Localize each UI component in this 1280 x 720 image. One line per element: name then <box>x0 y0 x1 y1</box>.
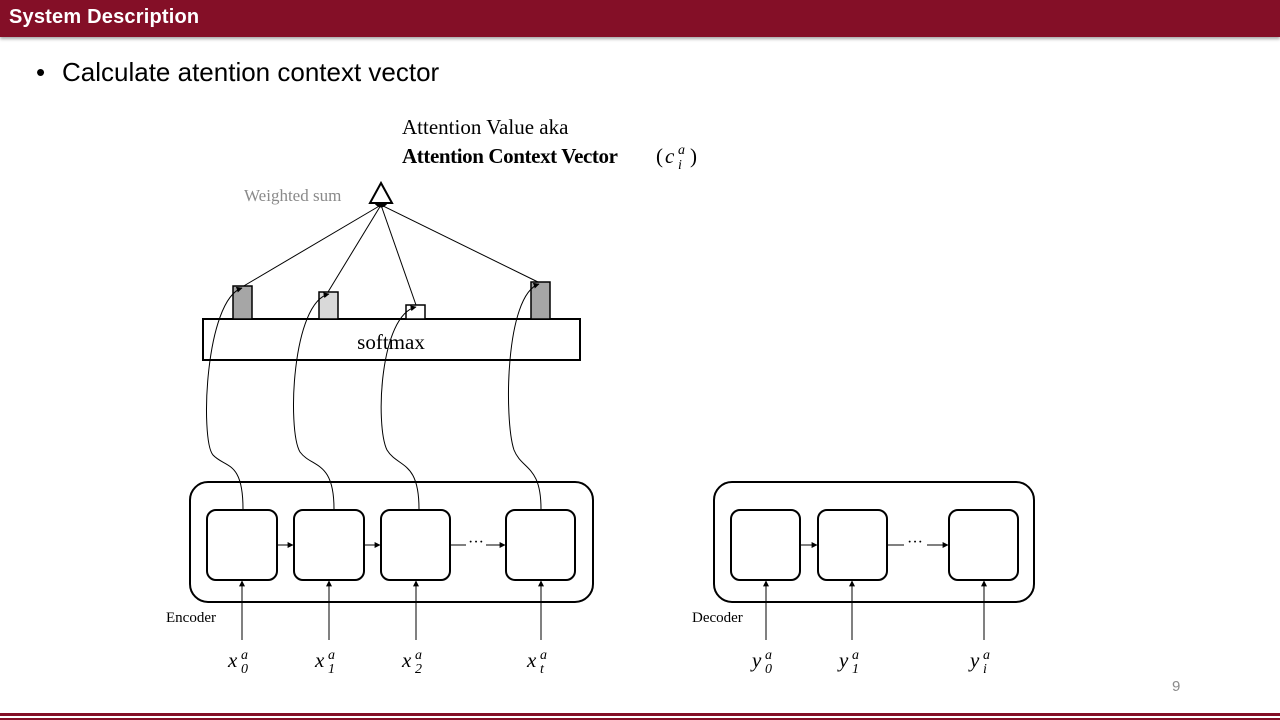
output-symbol-base: c <box>665 144 675 168</box>
encoder-curve-3 <box>507 282 542 510</box>
output-symbol: ( c a i ) <box>656 143 697 173</box>
decoder-input-0-sub: 0 <box>765 662 772 677</box>
softmax-label: softmax <box>357 330 425 354</box>
encoder-curve-2 <box>380 305 420 510</box>
encoder-input-arrows <box>239 580 544 640</box>
slide-title: System Description <box>9 6 200 28</box>
bullet-point: • Calculate atention context vector <box>36 57 439 88</box>
encoder-label: Encoder <box>166 610 216 626</box>
decoder-cell-0 <box>730 509 801 581</box>
encoder-input-1-sub: 1 <box>328 662 335 677</box>
encoder-to-weight-curves <box>206 282 542 510</box>
decoder-input-0-base: y <box>750 648 762 672</box>
output-paren-open-icon: ( <box>656 144 663 168</box>
encoder-curve-1 <box>293 292 335 510</box>
weighted-sum-label: Weighted sum <box>244 186 341 205</box>
encoder-curve-0 <box>206 286 244 510</box>
decoder-input-2: y a i <box>968 648 990 677</box>
decoder-input-arrows <box>763 580 987 640</box>
decoder-ellipsis: ··· <box>907 534 923 551</box>
decoder-input-2-sup: a <box>983 648 990 663</box>
encoder-container <box>189 481 594 603</box>
decoder-input-1-base: y <box>837 648 849 672</box>
encoder-input-1: x a 1 <box>314 648 335 677</box>
decoder-input-0-sup: a <box>765 648 772 663</box>
attention-weight-bar-3 <box>530 281 551 320</box>
output-symbol-sub: i <box>678 158 682 173</box>
encoder-cell-3 <box>505 509 576 581</box>
encoder-input-3-sup: a <box>540 648 547 663</box>
weight-line-3 <box>380 204 541 284</box>
bullet-dot-icon: • <box>36 57 46 87</box>
header-bar: System Description <box>0 0 1280 37</box>
decoder-input-1-sup: a <box>852 648 859 663</box>
encoder-input-3-base: x <box>526 648 537 672</box>
encoder-input-2-sup: a <box>415 648 422 663</box>
decoder-input-1-sub: 1 <box>852 662 859 677</box>
decoder-cell-1 <box>817 509 888 581</box>
weight-line-0 <box>241 204 382 288</box>
bullet-text: Calculate atention context vector <box>62 57 440 87</box>
encoder-ellipsis: ··· <box>468 534 484 551</box>
encoder-input-0-base: x <box>227 648 238 672</box>
output-paren-close-icon: ) <box>690 144 697 168</box>
encoder-cell-1 <box>293 509 365 581</box>
encoder-cell-0 <box>206 509 278 581</box>
encoder-input-3-sub: t <box>540 662 545 677</box>
decoder-cell-2 <box>948 509 1019 581</box>
encoder-input-0-sup: a <box>241 648 248 663</box>
decoder-input-2-sub: i <box>983 662 987 677</box>
encoder-cell-2 <box>380 509 451 581</box>
weighted-sum-triangle-icon <box>368 180 394 204</box>
encoder-input-1-sup: a <box>328 648 335 663</box>
encoder-input-3: x a t <box>526 648 547 677</box>
weight-to-sum-lines <box>241 204 541 306</box>
output-symbol-sup: a <box>678 143 685 158</box>
encoder-input-1-base: x <box>314 648 325 672</box>
softmax-box <box>202 318 581 361</box>
weight-line-2 <box>380 204 417 306</box>
attention-weight-bar-0 <box>232 285 253 320</box>
encoder-input-2-base: x <box>401 648 412 672</box>
encoder-input-2-sub: 2 <box>415 662 422 677</box>
encoder-input-0: x a 0 <box>227 648 248 677</box>
decoder-input-2-base: y <box>968 648 980 672</box>
decoder-container <box>713 481 1035 603</box>
attention-weight-bar-1 <box>318 291 339 320</box>
footer-rule-top <box>0 713 1280 716</box>
footer-rule-bottom <box>0 718 1280 720</box>
decoder-label: Decoder <box>692 610 743 626</box>
decoder-input-0: y a 0 <box>750 648 772 677</box>
encoder-input-0-sub: 0 <box>241 662 248 677</box>
encoder-input-2: x a 2 <box>401 648 422 677</box>
page-number: 9 <box>1172 678 1181 695</box>
output-label-line2: Attention Context Vector <box>402 144 618 168</box>
output-label-line1: Attention Value aka <box>402 115 569 139</box>
decoder-input-1: y a 1 <box>837 648 859 677</box>
weight-line-1 <box>327 204 382 293</box>
